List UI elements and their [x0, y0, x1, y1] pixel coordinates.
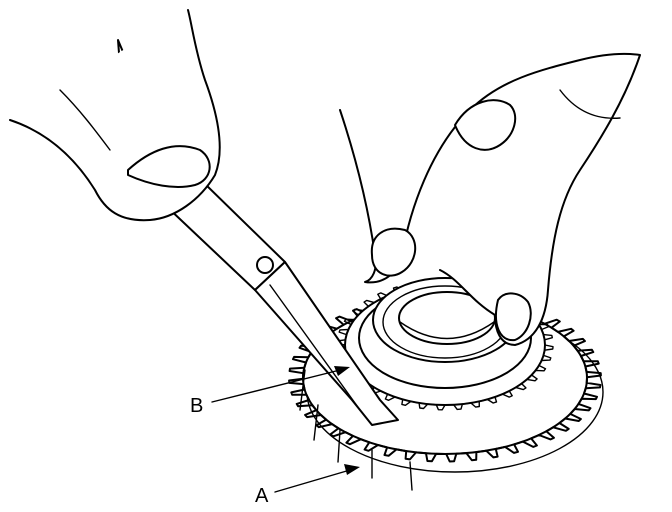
left-finger-line [59, 89, 111, 151]
left-hand [9, 9, 221, 222]
right-hand [339, 52, 641, 346]
bore-depth [399, 321, 495, 340]
callout-a: A [255, 464, 360, 507]
callout-a-arrowhead [344, 464, 360, 475]
callout-b: B [190, 366, 350, 417]
callout-a-leader [274, 469, 351, 493]
left-hand-outline [9, 9, 221, 222]
right-finger-1 [370, 227, 417, 277]
callout-b-label: B [190, 395, 203, 417]
gear-a-side-wall [299, 369, 413, 491]
right-finger-3 [495, 292, 532, 342]
right-hand-outline [339, 52, 641, 346]
gauge-blade-edge [269, 284, 361, 411]
right-palm-line [559, 89, 621, 119]
callout-a-label: A [255, 485, 269, 507]
right-finger-2 [454, 99, 517, 151]
callout-b-leader [211, 369, 341, 403]
callout-b-arrowhead [334, 366, 350, 376]
left-thumb [127, 145, 211, 188]
gauge-pivot-icon [256, 256, 274, 274]
